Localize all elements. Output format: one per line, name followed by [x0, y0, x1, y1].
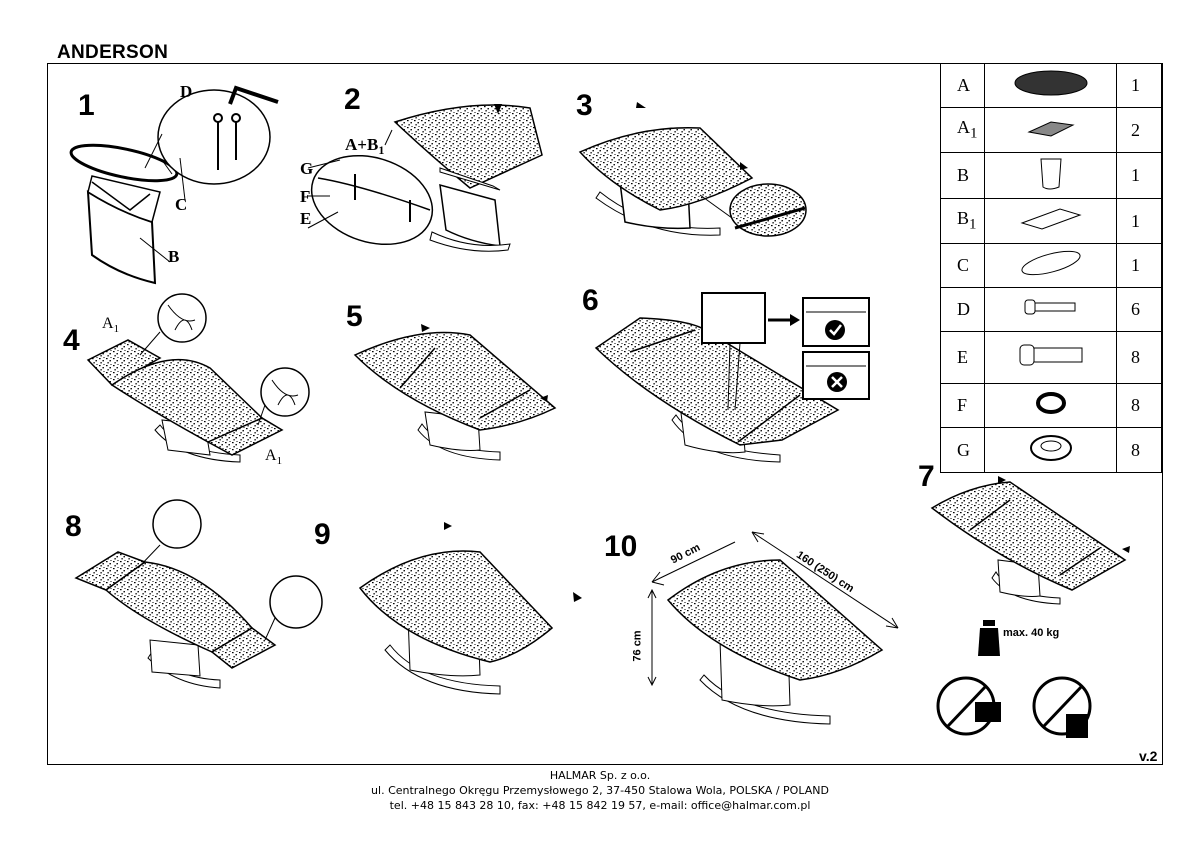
- step2-illustration: [307, 104, 543, 252]
- part-quantity: 8: [1116, 383, 1162, 428]
- footer-contact: tel. +48 15 843 28 10, fax: +48 15 842 1…: [389, 799, 811, 812]
- part-quantity: 1: [1116, 63, 1162, 108]
- part-code: F: [940, 383, 985, 428]
- round-washer-icon: [984, 427, 1117, 473]
- step1-label-b: B: [168, 247, 179, 266]
- step-number-6: 6: [582, 284, 599, 317]
- glass-top-icon: [984, 63, 1117, 108]
- step1-label-c: C: [175, 195, 187, 214]
- part-quantity: 6: [1116, 287, 1162, 332]
- part-code: G: [940, 427, 985, 473]
- step-number-9: 9: [314, 518, 331, 551]
- step2-label-e: E: [300, 209, 311, 228]
- step1-illustration: [69, 85, 279, 285]
- part-code: C: [940, 243, 985, 288]
- step2-label-ab1: A+B1: [345, 135, 384, 157]
- step-number-8: 8: [65, 510, 82, 543]
- footer-company: HALMAR Sp. z o.o.: [549, 769, 651, 782]
- step9-illustration: [358, 550, 554, 695]
- mechanism-plate-icon: [984, 198, 1117, 244]
- step2-label-g: G: [300, 159, 313, 178]
- step-number-4: 4: [63, 324, 80, 357]
- extension-leaf-icon: [984, 107, 1117, 153]
- part-code: B: [940, 152, 985, 199]
- part-quantity: 8: [1116, 331, 1162, 384]
- base-column-icon: [984, 152, 1117, 199]
- step4-label-a1-bottom: A1: [265, 447, 282, 467]
- part-quantity: 1: [1116, 198, 1162, 244]
- part-code: B1: [940, 198, 985, 244]
- step5-illustration: [353, 331, 557, 461]
- footer: HALMAR Sp. z o.o. ul. Centralnego Okręgu…: [0, 768, 1200, 813]
- part-code: D: [940, 287, 985, 332]
- footer-address: ul. Centralnego Okręgu Przemysłowego 2, …: [371, 784, 829, 797]
- part-quantity: 8: [1116, 427, 1162, 473]
- weight-warning-illustration: [936, 620, 1092, 738]
- parts-row: B1 1: [940, 198, 1162, 244]
- step8-illustration: [74, 499, 323, 689]
- split-washer-icon: [984, 383, 1117, 428]
- step4-label-a1-top: A1: [102, 315, 119, 335]
- step-number-2: 2: [344, 83, 361, 116]
- step-number-1: 1: [78, 89, 95, 122]
- step6-illustration: [594, 292, 870, 463]
- document-title: ANDERSON: [57, 42, 169, 63]
- step-number-10: 10: [604, 530, 638, 563]
- step1-label-d: D: [180, 82, 192, 101]
- part-code: A1: [940, 107, 985, 153]
- part-quantity: 2: [1116, 107, 1162, 153]
- short-bolt-icon: [984, 287, 1117, 332]
- step-number-3: 3: [576, 89, 593, 122]
- long-bolt-icon: [984, 331, 1117, 384]
- parts-row: A1 2: [940, 107, 1162, 153]
- part-code: E: [940, 331, 985, 384]
- step-number-7: 7: [918, 460, 935, 493]
- instruction-frame: [47, 63, 1163, 765]
- step2-label-f: F: [300, 187, 310, 206]
- part-quantity: 1: [1116, 152, 1162, 199]
- part-code: A: [940, 63, 985, 108]
- step3-illustration: [578, 126, 807, 237]
- direction-arrows: [421, 102, 1130, 602]
- max-load-label: max. 40 kg: [1003, 627, 1060, 639]
- dimension-height: 76 cm: [631, 630, 644, 662]
- step4-illustration: [86, 293, 310, 463]
- step-number-5: 5: [346, 300, 363, 333]
- step10-illustration: [647, 531, 899, 725]
- part-quantity: 1: [1116, 243, 1162, 288]
- version-label: v.2: [1139, 748, 1158, 764]
- oval-plate-icon: [984, 243, 1117, 288]
- step7-illustration: [930, 481, 1127, 605]
